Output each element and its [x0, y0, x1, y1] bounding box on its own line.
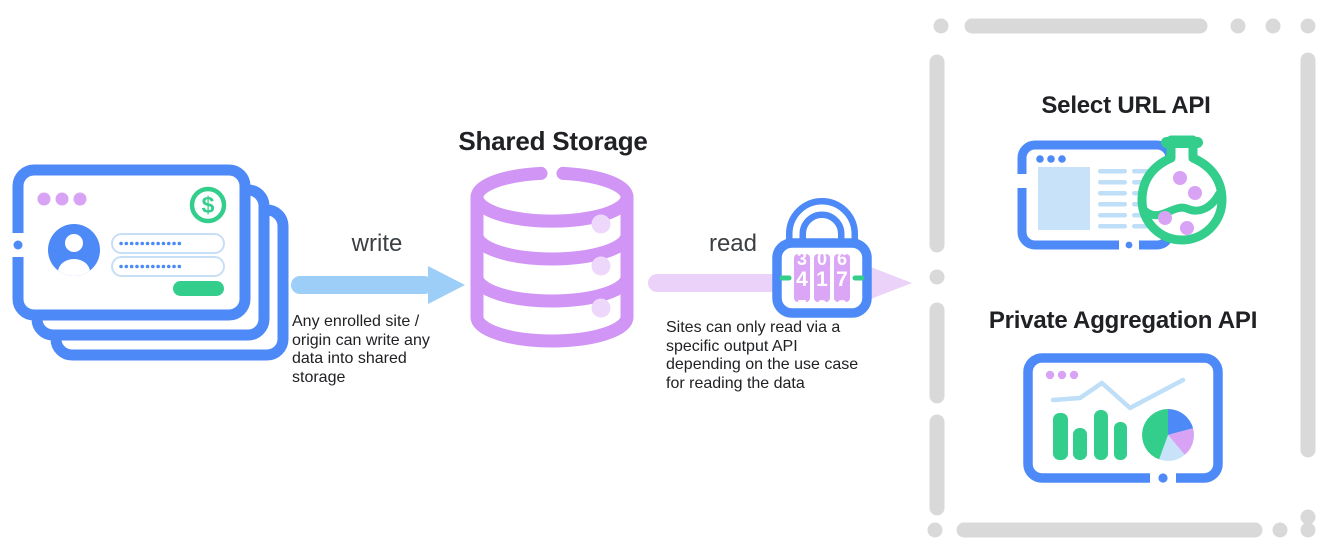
caption-line: depending on the use case — [666, 356, 859, 373]
dial-digit-bottom: 5 — [797, 297, 807, 317]
flask-bubbles — [1158, 171, 1202, 235]
window-dots-icon — [1045, 370, 1079, 380]
combination-lock-icon: 4 1 7 3 0 6 5 2 8 — [772, 198, 872, 318]
caption-line: specific output API — [666, 337, 798, 355]
submit-button[interactable] — [173, 281, 224, 296]
caption-line: origin can write any — [292, 331, 430, 349]
line-chart — [1050, 377, 1186, 411]
browser-window — [1014, 140, 1175, 254]
browser-charts-icon — [1023, 353, 1223, 487]
private-aggregation-api-title: Private Aggregation API — [988, 307, 1258, 334]
dollar-icon: $ — [189, 186, 227, 224]
read-caption: Sites can only read via a specific outpu… — [666, 319, 911, 393]
dial-digit: 7 — [836, 268, 848, 291]
stacked-browser-windows-icon: $ — [9, 164, 289, 361]
password-field[interactable] — [111, 233, 225, 254]
caption-line: storage — [292, 368, 346, 386]
dial-digit-bottom: 2 — [817, 297, 827, 317]
window-dots-icon — [37, 192, 87, 206]
dial-digit: 1 — [816, 268, 828, 291]
window-front: $ — [9, 164, 251, 321]
dial-digit-bottom: 8 — [837, 297, 847, 317]
flask-icon — [1137, 135, 1227, 245]
caption-line: for reading the data — [666, 374, 805, 392]
content-block — [1038, 167, 1090, 230]
dial-digit: 4 — [796, 268, 808, 291]
caption-line: Any enrolled site / — [292, 313, 420, 330]
password-field-2[interactable] — [111, 256, 225, 277]
dial-digit-top: 6 — [837, 249, 847, 269]
write-arrow-icon — [291, 266, 465, 304]
database-dots — [591, 214, 611, 318]
window-dots-icon — [1036, 155, 1066, 163]
write-caption: Any enrolled site / origin can write any… — [292, 313, 477, 387]
read-label: read — [708, 230, 758, 257]
caption-line: Sites can only read via a — [666, 319, 841, 336]
dollar-symbol: $ — [202, 192, 215, 218]
browser-flask-icon — [1014, 135, 1227, 254]
database-icon — [470, 166, 634, 348]
lock-dial[interactable]: 4 1 7 3 0 6 5 2 8 — [794, 249, 850, 317]
user-avatar-icon — [48, 224, 100, 276]
output-panel-dashed-frame — [927, 18, 1316, 538]
dial-digit-top: 0 — [817, 249, 827, 269]
caption-line: data into shared — [292, 350, 407, 367]
select-url-api-title: Select URL API — [1041, 92, 1211, 119]
write-label: write — [351, 230, 403, 257]
shared-storage-title: Shared Storage — [458, 126, 648, 156]
pie-chart — [1142, 409, 1194, 461]
dial-digit-top: 3 — [797, 249, 807, 269]
bar-chart — [1053, 410, 1127, 460]
